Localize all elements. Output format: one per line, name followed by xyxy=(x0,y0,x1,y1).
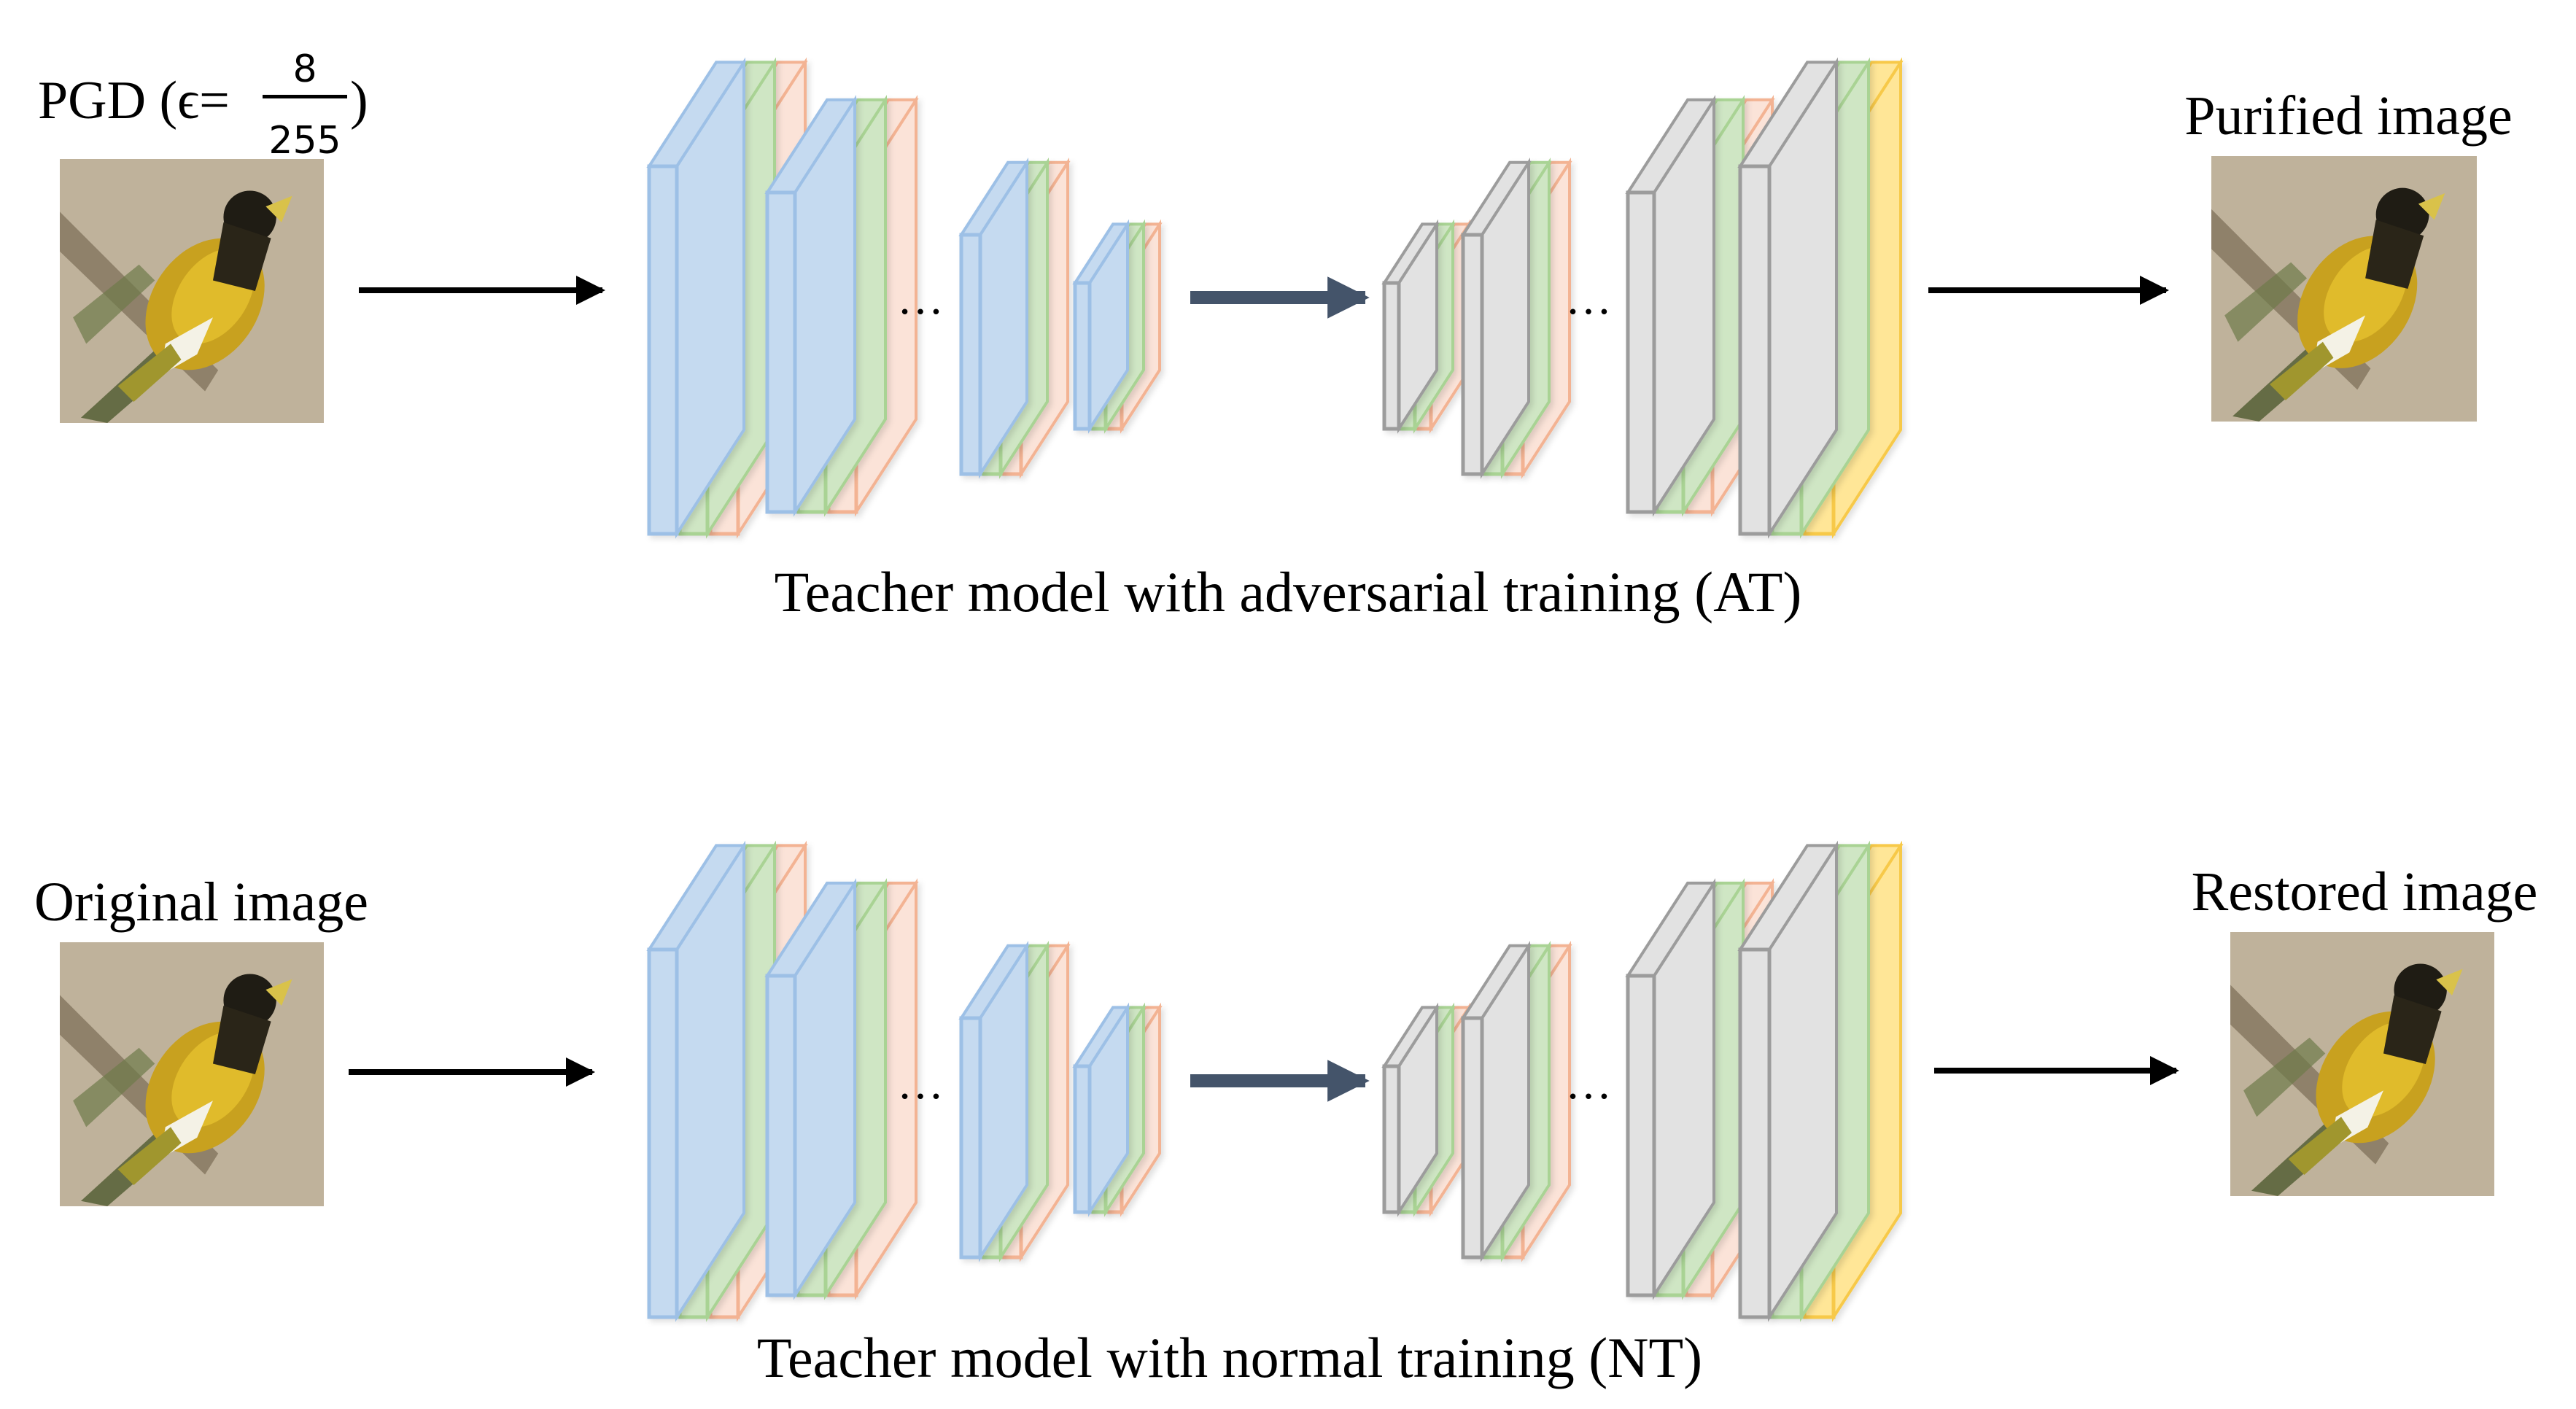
top-layer-5-slab-1 xyxy=(1381,219,1440,434)
top-input-label: PGD (ϵ= 8 255 ) xyxy=(38,47,368,163)
top-layer-4-slab-1-front-face xyxy=(1073,281,1092,431)
top-layer-2-slab-1 xyxy=(764,95,858,517)
purified-image-label: Purified image xyxy=(2184,85,2513,147)
pgd-label-suffix: ) xyxy=(350,71,368,131)
top-model-caption: Teacher model with adversarial training … xyxy=(775,560,1802,624)
bottom-decoder-ellipsis: … xyxy=(1565,1057,1612,1109)
bottom-layer-8-slab-1 xyxy=(1737,840,1839,1322)
bottom-layer-4-slab-1 xyxy=(1072,1002,1130,1217)
top-decoder-ellipsis: … xyxy=(1565,272,1612,324)
top-layer-3-slab-1-front-face xyxy=(959,233,982,476)
bottom-layer-6-slab-1-front-face xyxy=(1461,1016,1484,1259)
bottom-row: Original image … … Restored image Teache… xyxy=(34,840,2538,1389)
bottom-encoder-ellipsis: … xyxy=(897,1057,944,1109)
bottom-network-layers xyxy=(646,840,1904,1322)
epsilon-denominator: 255 xyxy=(268,119,341,163)
bottom-layer-5-slab-1-front-face xyxy=(1382,1064,1401,1214)
bottom-layer-1-slab-1-front-face xyxy=(647,947,679,1319)
top-row: PGD (ϵ= 8 255 ) … … Purified image Teach… xyxy=(38,47,2513,624)
original-input-image xyxy=(60,942,324,1206)
top-layer-7-slab-1-front-face xyxy=(1626,190,1656,514)
bottom-layer-5-slab-1 xyxy=(1381,1002,1440,1217)
top-layer-6-slab-1-front-face xyxy=(1461,233,1484,476)
bottom-layer-8-slab-1-front-face xyxy=(1738,947,1772,1319)
top-encoder-ellipsis: … xyxy=(897,272,944,324)
epsilon-numerator: 8 xyxy=(292,47,317,91)
top-layer-8-slab-1 xyxy=(1737,57,1839,539)
bottom-model-caption: Teacher model with normal training (NT) xyxy=(757,1326,1702,1389)
top-layer-4-slab-1 xyxy=(1072,219,1130,434)
bottom-layer-3-slab-1 xyxy=(958,941,1030,1262)
bottom-layer-2-slab-1 xyxy=(764,878,858,1300)
top-layer-1-slab-1-front-face xyxy=(647,164,679,536)
fraction-bar xyxy=(263,95,347,98)
pgd-label-prefix: PGD (ϵ= xyxy=(38,71,230,131)
bottom-layer-7-slab-1-front-face xyxy=(1626,974,1656,1297)
bottom-layer-1-slab-1 xyxy=(646,840,747,1322)
adversarial-input-image xyxy=(60,159,324,423)
top-layer-6-slab-1 xyxy=(1460,158,1532,479)
original-image-label: Original image xyxy=(34,872,368,933)
bottom-layer-6-slab-1 xyxy=(1460,941,1532,1262)
top-layer-5-slab-1-front-face xyxy=(1382,281,1401,431)
bottom-layer-4-slab-1-front-face xyxy=(1073,1064,1092,1214)
top-layer-8-slab-1-front-face xyxy=(1738,164,1772,536)
top-layer-3-slab-1 xyxy=(958,158,1030,479)
restored-output-image xyxy=(2230,932,2494,1196)
top-layer-2-slab-1-front-face xyxy=(765,190,797,514)
bottom-layer-7-slab-1 xyxy=(1625,878,1717,1300)
purified-output-image xyxy=(2211,156,2477,422)
top-layer-1-slab-1 xyxy=(646,57,747,539)
bottom-layer-3-slab-1-front-face xyxy=(959,1016,982,1259)
top-network-layers xyxy=(646,57,1904,539)
bottom-layer-2-slab-1-front-face xyxy=(765,974,797,1297)
restored-image-label: Restored image xyxy=(2192,861,2538,923)
top-layer-7-slab-1 xyxy=(1625,95,1717,517)
